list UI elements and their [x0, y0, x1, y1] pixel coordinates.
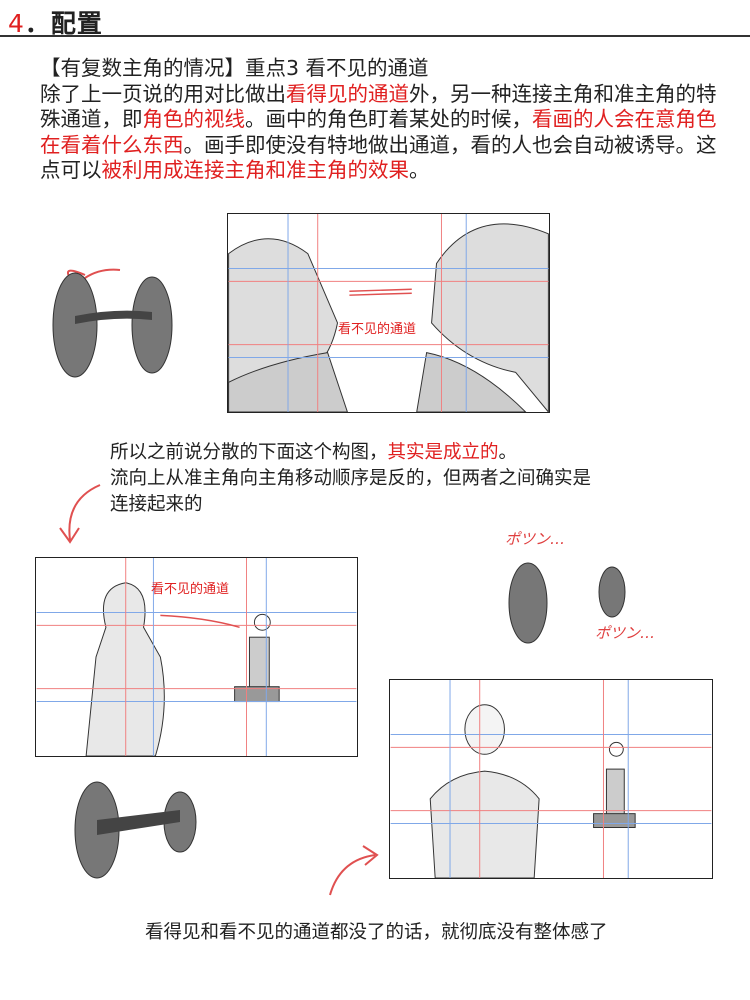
highlight-text: 被利用成连接主角和准主角的效果 [101, 158, 410, 182]
text: 。 [498, 442, 518, 463]
illustration-character-and-tower-2 [389, 679, 713, 879]
section-number: 4 [8, 9, 25, 38]
arrow-icon [84, 268, 121, 279]
sfx-text: ポツン… [595, 624, 656, 642]
body-text: 。 [409, 158, 430, 182]
invisible-path-label: 看不见的通道 [151, 582, 230, 597]
illustration-character-and-tower: 看不见的通道 [35, 557, 358, 757]
illustration-two-characters: 看不见的通道 [227, 213, 550, 413]
blob-diagram-separate [508, 562, 626, 644]
middle-paragraph: 所以之前说分散的下面这个构图，其实是成立的。 流向上从准主角向主角移动顺序是反的… [110, 440, 591, 518]
intro-body: 除了上一页说的用对比做出看得见的通道外，另一种连接主角和准主角的特殊通道，即角色… [40, 82, 730, 184]
text: 连接起来的 [110, 494, 203, 515]
intro-subtitle: 【有复数主角的情况】重点3 看不见的通道 [40, 56, 429, 80]
divider [0, 35, 750, 37]
body-text: 除了上一页说的用对比做出 [40, 81, 286, 106]
body-text: 。画手即使没有特地做出通道，看的人也会自动被诱导。这点可以 [40, 132, 717, 183]
curved-arrow-icon [329, 845, 379, 896]
blob-diagram-reversed [74, 781, 197, 879]
highlight: 其实是成立的 [387, 442, 499, 463]
curved-arrow-icon [59, 484, 101, 544]
text: 所以之前说分散的下面这个构图， [110, 442, 388, 463]
text: 流向上从准主角向主角移动顺序是反的，但两者之间确实是 [110, 468, 592, 489]
section-title: 配置 [50, 9, 103, 38]
conclusion-text: 看得见和看不见的通道都没了的话，就彻底没有整体感了 [145, 922, 608, 943]
invisible-path-label: 看不见的通道 [338, 322, 417, 337]
body-text: 。画中的角色盯着某处的时候， [245, 107, 532, 131]
highlight-text: 看得见的通道 [286, 81, 409, 106]
sfx-text: ポツン… [505, 530, 566, 548]
highlight-text: 角色的视线 [142, 107, 246, 131]
section-heading: 4．配置 [8, 4, 103, 40]
highlight-text: 看画的人会在意角色在看着什么东西 [40, 107, 717, 157]
body-text: 外，另一种连接主角和准主角的特殊通道，即 [40, 81, 717, 132]
intro-paragraph: 【有复数主角的情况】重点3 看不见的通道 除了上一页说的用对比做出看得见的通道外… [40, 56, 730, 184]
separator: ． [24, 9, 51, 38]
blob-diagram-connected [52, 268, 173, 378]
